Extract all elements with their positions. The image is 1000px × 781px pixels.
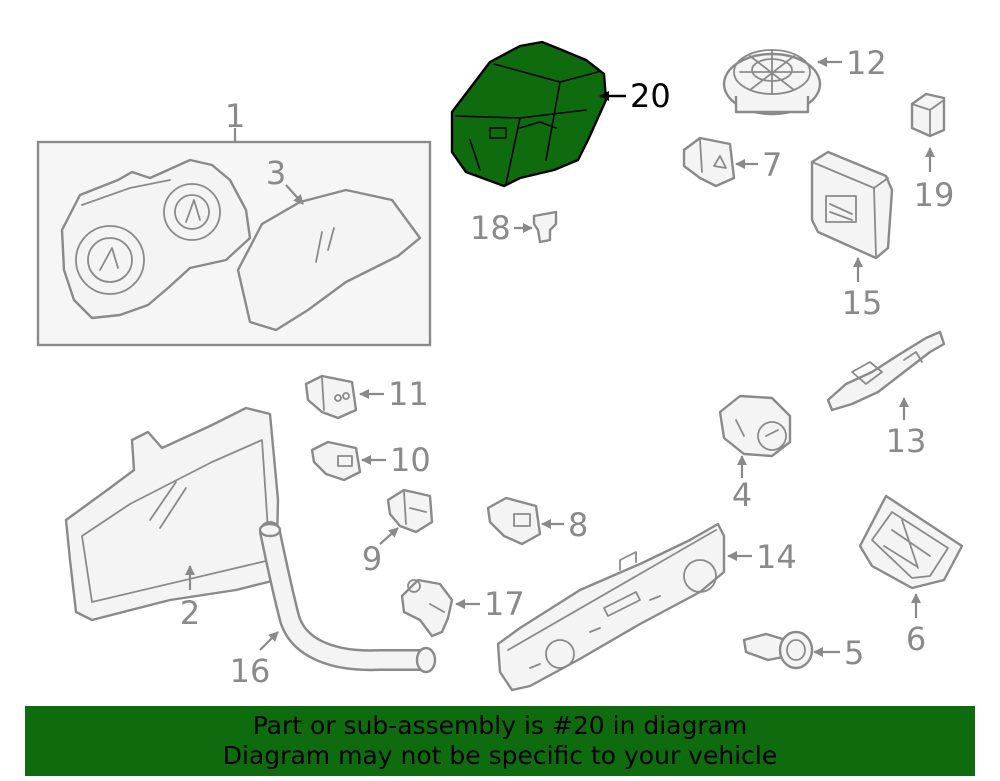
- part-label-3: 3: [266, 154, 286, 192]
- part-label-19: 19: [914, 176, 955, 214]
- info-banner: Part or sub-assembly is #20 in diagram D…: [25, 706, 975, 776]
- part-15-control-module[interactable]: 15: [810, 150, 894, 322]
- part-label-18: 18: [470, 209, 511, 247]
- part-8-switch[interactable]: 8: [486, 496, 588, 546]
- part-2-display-housing[interactable]: 2: [64, 406, 280, 632]
- part-label-14: 14: [756, 538, 797, 576]
- part-16-hose[interactable]: 16: [230, 521, 437, 690]
- part-label-7: 7: [762, 146, 782, 184]
- part-label-17: 17: [484, 585, 525, 623]
- part-label-12: 12: [846, 44, 887, 82]
- part-3-cluster-lens[interactable]: 3: [236, 154, 422, 332]
- part-17-sensor[interactable]: 17: [400, 578, 525, 638]
- part-label-2: 2: [180, 594, 200, 632]
- part-18-push-pin[interactable]: 18: [470, 209, 558, 247]
- part-12-speaker[interactable]: 12: [722, 44, 887, 116]
- part-label-20: 20: [630, 77, 671, 115]
- part-11-switch[interactable]: 11: [304, 374, 429, 420]
- part-label-10: 10: [390, 441, 431, 479]
- part-label-6: 6: [906, 620, 926, 658]
- part-4-knob[interactable]: 4: [718, 394, 792, 514]
- part-9-switch[interactable]: 9: [362, 488, 434, 578]
- part-19-connector[interactable]: 19: [910, 92, 955, 214]
- part-label-9: 9: [362, 540, 382, 578]
- part-5-outlet[interactable]: 5: [742, 630, 864, 672]
- part-label-4: 4: [732, 476, 752, 514]
- part-13-bracket[interactable]: 13: [826, 330, 946, 460]
- part-label-8: 8: [568, 506, 588, 544]
- part-label-13: 13: [886, 422, 927, 460]
- part-label-16: 16: [230, 652, 271, 690]
- part-10-switch[interactable]: 10: [310, 440, 431, 482]
- part-label-5: 5: [844, 634, 864, 672]
- banner-line-2: Diagram may not be specific to your vehi…: [222, 741, 778, 770]
- part-14-climate-panel[interactable]: 14: [496, 522, 797, 692]
- part-7-switch[interactable]: 7: [682, 136, 782, 188]
- part-label-1: 1: [225, 97, 245, 135]
- part-label-11: 11: [388, 375, 429, 413]
- banner-line-1: Part or sub-assembly is #20 in diagram: [252, 711, 748, 740]
- part-label-15: 15: [842, 284, 883, 322]
- part-20-module-highlighted[interactable]: 20: [450, 40, 671, 188]
- part-6-dock[interactable]: 6: [858, 494, 964, 658]
